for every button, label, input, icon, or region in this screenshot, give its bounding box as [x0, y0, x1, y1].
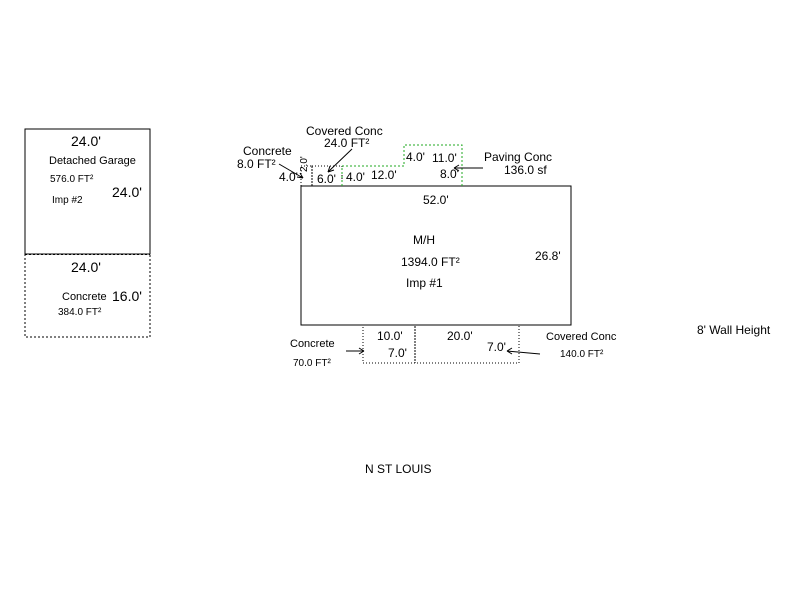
paving-outline[interactable]: [341, 144, 463, 186]
paving-dim-4: 4.0': [406, 150, 425, 164]
covered-bottom-outline[interactable]: [414, 324, 520, 364]
leader-concrete-small: [278, 163, 304, 179]
garage-concrete-area: 384.0 FT²: [58, 307, 102, 318]
concrete-bottom-depth-dim: 7.0': [388, 346, 407, 360]
garage-top-dim: 24.0': [71, 133, 101, 149]
garage-concrete-side-dim: 16.0': [112, 288, 142, 304]
garage-name: Detached Garage: [49, 155, 136, 167]
leader-paving-arrowhead: [453, 164, 460, 172]
concrete-small-side-dim: 4.0': [279, 170, 298, 184]
leader-covered-top: [327, 148, 353, 173]
leader-concrete-bottom-arrowhead: [358, 347, 365, 355]
covered-bottom-area: 140.0 FT²: [560, 349, 604, 360]
concrete-small-width-dim: 2.0': [299, 156, 310, 172]
garage-outline[interactable]: [24, 128, 151, 255]
mh-name: M/H: [413, 233, 435, 247]
garage-side-dim: 24.0': [112, 184, 142, 200]
garage-area: 576.0 FT²: [50, 174, 94, 185]
covered-bottom-name: Covered Conc: [546, 331, 617, 343]
covered-top-name: Covered Conc: [306, 124, 383, 138]
concrete-bottom-area: 70.0 FT²: [293, 358, 331, 369]
garage-concrete-top-dim: 24.0': [71, 259, 101, 275]
mh-imp: Imp #1: [406, 276, 443, 290]
garage-concrete-outline[interactable]: [24, 254, 151, 338]
concrete-small-area: 8.0 FT²: [237, 157, 276, 171]
paving-dim-11: 11.0': [432, 151, 457, 165]
paving-area: 136.0 sf: [504, 163, 547, 177]
concrete-bottom-name: Concrete: [290, 338, 335, 350]
wall-height-note: 8' Wall Height: [697, 323, 771, 337]
leader-covered-top-arrowhead: [327, 165, 335, 173]
mh-area: 1394.0 FT²: [401, 255, 460, 269]
leader-covered-bottom: [506, 350, 541, 355]
leader-covered-bottom-arrowhead: [506, 347, 513, 355]
garage-imp: Imp #2: [52, 195, 83, 206]
mh-side-dim: 26.8': [535, 249, 561, 263]
concrete-small-name: Concrete: [243, 144, 292, 158]
paving-dim-8: 8.0': [440, 167, 459, 181]
covered-top-side-dim: 4.0': [346, 170, 365, 184]
covered-top-area: 24.0 FT²: [324, 136, 370, 150]
covered-bottom-width-dim: 20.0': [447, 329, 473, 343]
covered-top-width-dim: 6.0': [317, 172, 336, 186]
paving-dim-12: 12.0': [371, 168, 397, 182]
paving-name: Paving Conc: [484, 150, 553, 164]
concrete-bottom-width-dim: 10.0': [377, 329, 403, 343]
covered-bottom-depth-dim: 7.0': [487, 340, 506, 354]
street-name: N ST LOUIS: [365, 462, 432, 476]
leader-concrete-small-arrowhead: [296, 172, 304, 179]
garage-concrete-name: Concrete: [62, 291, 107, 303]
mh-top-dim: 52.0': [423, 193, 449, 207]
